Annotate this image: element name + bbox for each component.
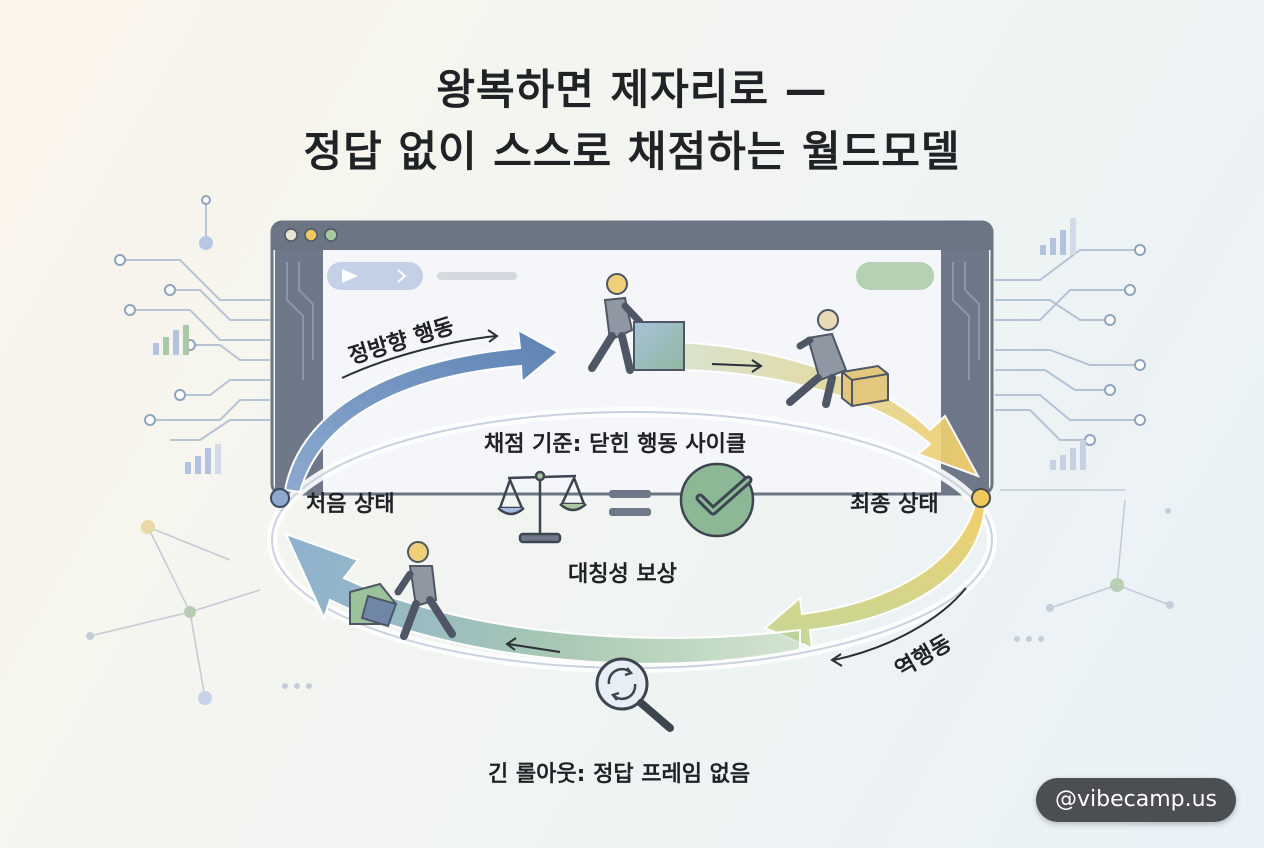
magnifier-cycle-icon bbox=[595, 657, 674, 732]
top-arrow bbox=[679, 340, 981, 478]
worker-returning-icon bbox=[394, 541, 456, 640]
circuit-node bbox=[199, 236, 213, 250]
equals-icon bbox=[609, 490, 651, 516]
network-nodes-left bbox=[86, 520, 312, 705]
reverse-arrow bbox=[763, 504, 987, 650]
network-decoration-right bbox=[1000, 489, 1171, 609]
box-icon-1 bbox=[633, 321, 685, 371]
address-bar bbox=[437, 272, 517, 280]
window-controls bbox=[284, 228, 338, 242]
end-node bbox=[971, 488, 991, 508]
symmetry-reward-label: 대칭성 보상 bbox=[568, 562, 677, 587]
box-icon-3 bbox=[349, 582, 398, 628]
checkmark-circle-icon bbox=[679, 462, 755, 538]
small-arrow-forward-label bbox=[341, 329, 499, 379]
balance-scale-icon bbox=[497, 470, 587, 544]
chevron-right-icon bbox=[397, 269, 407, 283]
mini-bar-chart-right-1 bbox=[1040, 218, 1076, 255]
end-state-label: 최종 상태 bbox=[850, 492, 939, 517]
browser-toolbar bbox=[327, 262, 934, 290]
network-decoration-left bbox=[89, 526, 261, 699]
box-icon-2 bbox=[841, 364, 889, 408]
circuit-dots-left bbox=[114, 195, 211, 426]
title-line-2: 정답 없이 스스로 채점하는 월드모델 bbox=[303, 127, 961, 176]
action-pill bbox=[856, 262, 934, 290]
watermark-badge: @vibecamp.us bbox=[1036, 778, 1236, 822]
start-state-label: 처음 상태 bbox=[306, 492, 395, 517]
window-maximize-dot bbox=[324, 228, 338, 242]
forward-arrow bbox=[283, 328, 560, 494]
window-minimize-dot bbox=[304, 228, 318, 242]
circuit-decoration-left bbox=[120, 200, 270, 441]
mini-bar-chart-left-2 bbox=[185, 444, 221, 474]
criterion-label: 채점 기준: 닫힌 행동 사이클 bbox=[484, 432, 747, 457]
small-arrow-bottom bbox=[505, 637, 561, 653]
window-close-dot bbox=[284, 228, 298, 242]
mini-bar-chart-left-1 bbox=[153, 325, 189, 355]
mini-bar-chart-right-2 bbox=[1050, 440, 1086, 470]
play-icon bbox=[342, 269, 358, 283]
start-node bbox=[270, 488, 290, 508]
circuit-decoration-right bbox=[995, 249, 1140, 441]
nav-pill bbox=[327, 262, 423, 290]
circuit-dots-right bbox=[1084, 244, 1146, 446]
small-arrow-reverse-label bbox=[830, 587, 967, 667]
title-line-1: 왕복하면 제자리로 — bbox=[436, 65, 828, 114]
worker-pushing-icon bbox=[588, 273, 644, 374]
network-nodes-right bbox=[1014, 508, 1174, 642]
worker-carrying-icon bbox=[786, 309, 848, 408]
small-arrow-top bbox=[711, 359, 763, 373]
rollout-label: 긴 롤아웃: 정답 프레임 없음 bbox=[488, 762, 751, 787]
